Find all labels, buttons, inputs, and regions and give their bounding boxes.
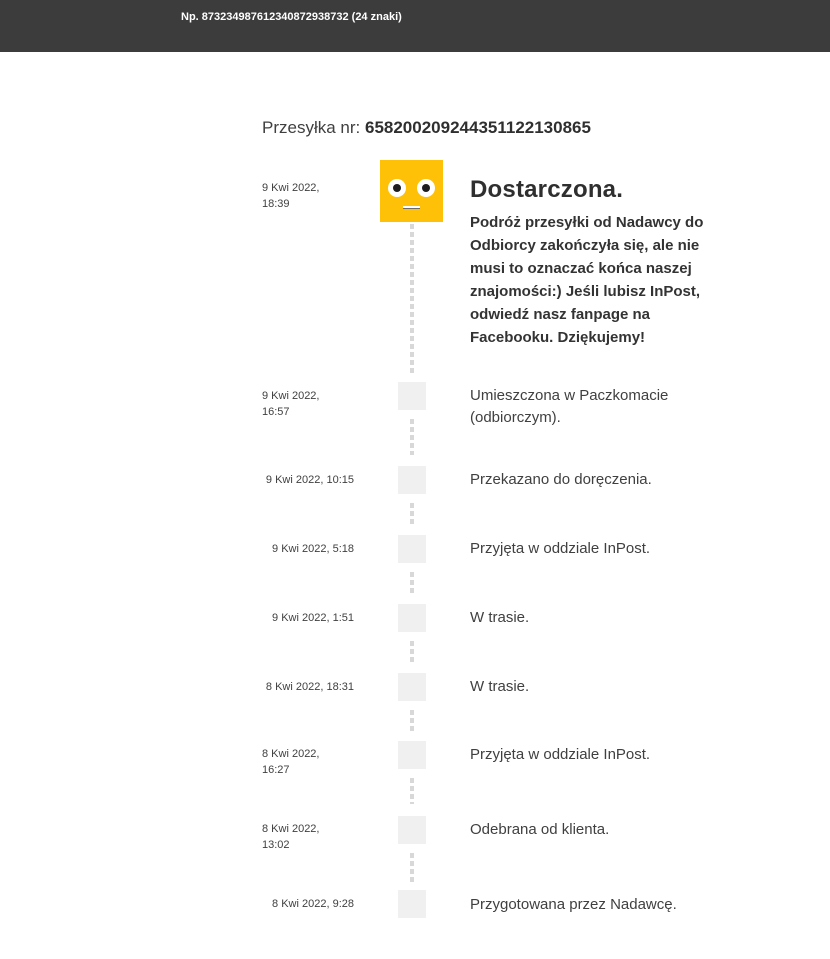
right-eye-icon (417, 179, 435, 197)
event-date-line2: 18:39 (262, 198, 290, 210)
event-status: Przyjęta w oddziale InPost. (470, 746, 651, 763)
timeline-marker (398, 466, 426, 494)
event-status: Przekazano do doręczenia. (470, 471, 652, 488)
event-date-line1: 9 Kwi 2022, (262, 390, 320, 402)
timeline-marker (398, 673, 426, 701)
event-date: 8 Kwi 2022, 13:02 (262, 821, 342, 853)
event-date-line1: 9 Kwi 2022, (262, 182, 320, 194)
timeline-marker (398, 816, 426, 844)
event-date: 9 Kwi 2022, 16:57 (262, 388, 342, 420)
timeline-connector (410, 224, 414, 374)
event-date: 9 Kwi 2022, 1:51 (272, 612, 354, 624)
timeline-connector (410, 710, 414, 734)
event-status: Umieszczona w Paczkomacie (odbiorczym). (470, 387, 669, 426)
event-status: W trasie. (470, 609, 530, 626)
timeline-connector (410, 641, 414, 665)
timeline-connector (410, 778, 414, 804)
event-date: 9 Kwi 2022, 10:15 (265, 474, 354, 486)
event-date-line2: 13:02 (262, 839, 290, 851)
left-eye-icon (388, 179, 406, 197)
event-date-line2: 16:27 (262, 764, 290, 776)
timeline-marker (398, 535, 426, 563)
event-date: 8 Kwi 2022, 16:27 (262, 746, 342, 778)
event-date-line1: 8 Kwi 2022, (262, 823, 320, 835)
event-date-line1: 8 Kwi 2022, (262, 748, 320, 760)
event-date: 9 Kwi 2022, 5:18 (272, 543, 354, 555)
event-status: W trasie. (470, 678, 530, 695)
timeline-connector (410, 419, 414, 455)
event-status: Przyjęta w oddziale InPost. (470, 540, 651, 557)
parcel-number-header: Przesyłka nr: 658200209244351122130865 (262, 118, 591, 138)
parcel-number-value: 658200209244351122130865 (364, 118, 591, 137)
parcel-number-label: Przesyłka nr: (262, 118, 365, 137)
timeline-marker (398, 890, 426, 918)
event-status: Przygotowana przez Nadawcę. (470, 896, 677, 913)
event-date: 9 Kwi 2022, 18:39 (262, 180, 342, 212)
mouth-icon (403, 206, 420, 209)
timeline-connector (410, 572, 414, 596)
top-bar: Np. 873234987612340872938732 (24 znaki) (0, 0, 830, 52)
delivered-description: Podróż przesyłki od Nadawcy do Odbiorcy … (470, 214, 704, 346)
event-date: 8 Kwi 2022, 9:28 (272, 898, 354, 910)
timeline-marker (398, 604, 426, 632)
event-date-line2: 16:57 (262, 406, 290, 418)
timeline-marker (398, 741, 426, 769)
delivered-title: Dostarczona. (470, 176, 624, 203)
event-status: Odebrana od klienta. (470, 821, 610, 838)
timeline-connector (410, 853, 414, 883)
timeline-connector (410, 503, 414, 527)
inpost-face-icon (380, 160, 443, 222)
event-date: 8 Kwi 2022, 18:31 (265, 681, 354, 693)
tracking-number-hint: Np. 873234987612340872938732 (24 znaki) (181, 11, 402, 23)
timeline-marker (398, 382, 426, 410)
